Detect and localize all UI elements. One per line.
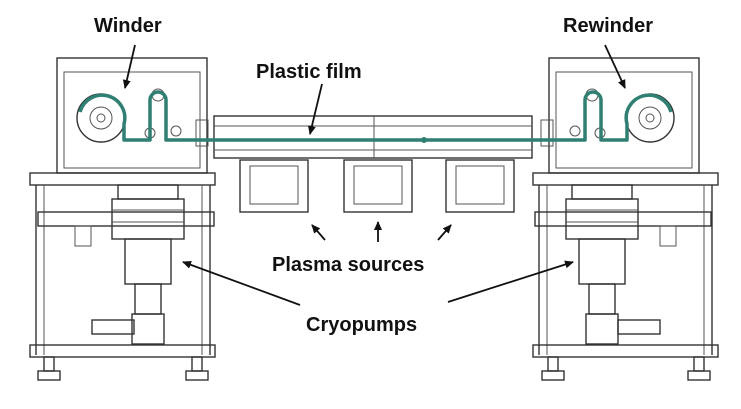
rewinder-roll-core [638, 106, 662, 130]
film-marker [421, 137, 427, 143]
rewinder-arrow [604, 44, 626, 89]
plastic-film-label: Plastic film [256, 61, 362, 83]
right-foot-2 [693, 356, 705, 372]
rewinder-chamber [548, 57, 700, 174]
winder-port [195, 119, 209, 147]
plasma-source-2-inner [353, 165, 403, 205]
plasma-arrow-1 [311, 224, 326, 241]
right-frame-base [532, 344, 719, 358]
plasma-source-3 [445, 159, 515, 213]
process-chamber-body [213, 115, 533, 159]
plasma-source-1 [239, 159, 309, 213]
winder-chamber [56, 57, 208, 174]
plasma-sources-label: Plasma sources [272, 254, 424, 276]
rewinder-roll-axle [645, 113, 655, 123]
plasma-source-3-inner [455, 165, 505, 205]
rewinder-guide-roller-3 [569, 125, 581, 137]
right-foot-pad [541, 370, 565, 381]
rewinder-chamber-inner [555, 71, 693, 169]
winder-chamber-inner [63, 71, 201, 169]
left-foot-pad [37, 370, 61, 381]
winder-roll-core [89, 106, 113, 130]
cryopumps-label: Cryopumps [306, 314, 417, 336]
right-frame-top [532, 172, 719, 186]
right-flange [571, 184, 633, 200]
plastic-film-path [78, 90, 673, 143]
right-gate-valve [565, 198, 639, 240]
plastic-film-arrow [307, 83, 323, 135]
plasma-source-2 [343, 159, 413, 213]
plasma-source-1-inner [249, 165, 299, 205]
winder-arrow [122, 44, 136, 89]
left-gate-valve [111, 198, 185, 240]
left-cryopump-body [124, 238, 172, 285]
rewinder-unit [532, 57, 719, 381]
plasma-arrow-3 [437, 224, 452, 241]
left-cross-beam [37, 211, 215, 227]
winder-roll-axle [96, 113, 106, 123]
left-foot [43, 356, 55, 372]
left-foot-2 [191, 356, 203, 372]
left-compressor-line [91, 319, 135, 335]
winder-unit [29, 57, 216, 381]
right-clamp [659, 225, 677, 247]
left-frame-base [29, 344, 216, 358]
winder-label: Winder [94, 15, 162, 37]
left-flange [117, 184, 179, 200]
left-cryopump-head [131, 313, 165, 345]
right-compressor-line [617, 319, 661, 335]
callout-arrows [122, 44, 626, 306]
cryopump-arrow-right [447, 260, 574, 303]
right-foot-pad-2 [687, 370, 711, 381]
left-cryopump-neck [134, 283, 162, 315]
right-cross-beam [534, 211, 712, 227]
right-cryopump-head [585, 313, 619, 345]
cryopump-arrow-left [182, 261, 301, 306]
right-foot [547, 356, 559, 372]
rewinder-label: Rewinder [563, 15, 653, 37]
process-chamber [213, 115, 533, 213]
left-frame-top [29, 172, 216, 186]
right-cryopump-neck [588, 283, 616, 315]
left-clamp [74, 225, 92, 247]
film-web [78, 90, 673, 142]
rewinder-port [540, 119, 554, 147]
right-cryopump-body [578, 238, 626, 285]
left-foot-pad-2 [185, 370, 209, 381]
winder-guide-roller-3 [170, 125, 182, 137]
